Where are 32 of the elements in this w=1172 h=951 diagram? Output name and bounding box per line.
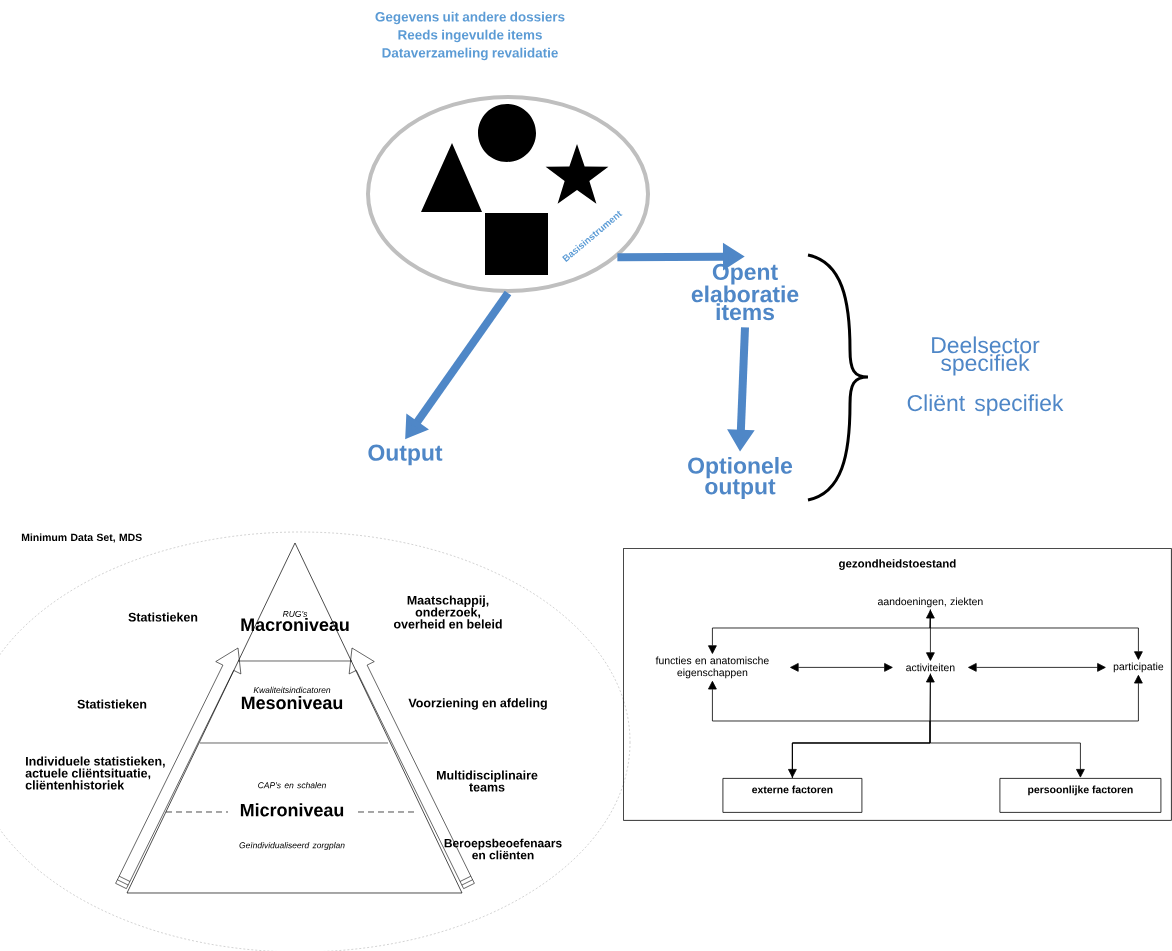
factor-box: externe factoren bbox=[722, 778, 863, 813]
step-label: Output bbox=[368, 444, 443, 466]
arrow bbox=[929, 673, 1085, 778]
heading-text: Reeds ingevulde items bbox=[398, 29, 542, 43]
concept-label: aandoeningen, ziekten bbox=[878, 597, 983, 608]
side-note: Individuele statistieken, actuele cliëntsituatie, cliëntenhistoriek bbox=[25, 756, 165, 790]
side-note: Statistieken bbox=[128, 612, 198, 622]
side-note: Deelsector specifiek bbox=[932, 336, 1040, 376]
arrow bbox=[790, 663, 893, 672]
step-label: Opent elaboratie items bbox=[691, 263, 799, 321]
concept-label: activiteiten bbox=[906, 663, 955, 672]
caption-text: Minimum Data Set, MDS bbox=[21, 533, 142, 543]
arrow bbox=[926, 609, 935, 661]
heading-text: Dataverzameling revalidatie bbox=[382, 47, 558, 61]
level-label: CAP’s en schalen Microniveau Geïndividualiseerd zorgplan bbox=[239, 782, 345, 850]
level-label: Kwaliteitsindicatoren Mesoniveau bbox=[241, 686, 343, 710]
side-note: Cliënt specifiek bbox=[907, 394, 1064, 416]
side-note: Voorziening en afdeling bbox=[408, 698, 547, 710]
side-note: Maatschappij, onderzoek, overheid en beleid bbox=[393, 595, 502, 629]
arrow bbox=[968, 663, 1106, 672]
level-label: RUG’s Macroniveau bbox=[241, 610, 349, 632]
side-note: Beroepsbeoefenaars en cliënten bbox=[444, 838, 562, 860]
arrow bbox=[788, 673, 935, 778]
concept-label: functies en anatomische eigenschappen bbox=[655, 656, 769, 679]
factor-box: persoonlijke factoren bbox=[999, 778, 1162, 813]
arrow bbox=[792, 674, 1143, 779]
step-label: Optionele output bbox=[688, 456, 793, 499]
side-note: Statistieken bbox=[77, 699, 147, 709]
concept-label: participatie bbox=[1113, 662, 1164, 673]
arrow bbox=[929, 609, 1143, 660]
side-note: Multidisciplinaire teams bbox=[437, 770, 538, 792]
heading-text: Gegevens uit andere dossiers bbox=[375, 11, 565, 25]
